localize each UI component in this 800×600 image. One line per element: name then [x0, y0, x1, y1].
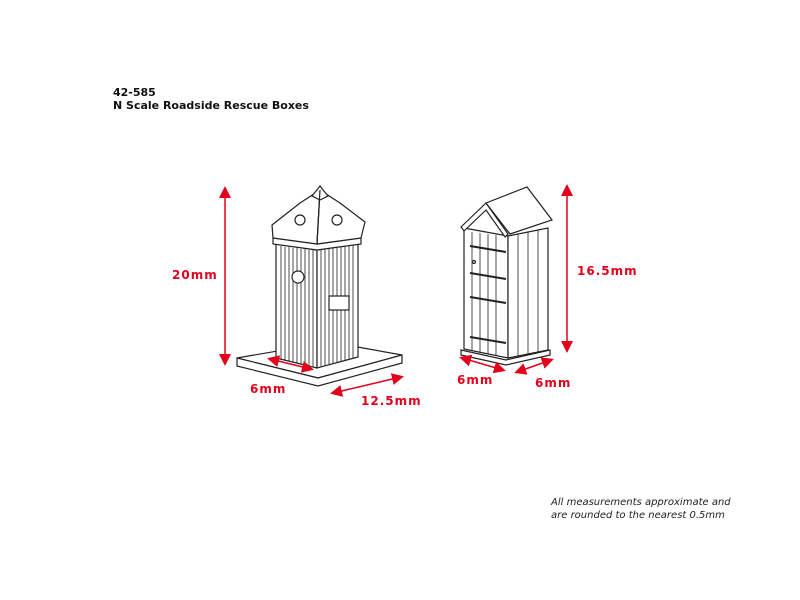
- right-width-label: 6mm: [535, 376, 572, 390]
- left-width-label: 12.5mm: [361, 394, 422, 408]
- left-width-arrow: [330, 373, 404, 397]
- left-depth-arrow: [267, 355, 314, 373]
- left-rescue-box-drawing: [236, 185, 403, 387]
- left-depth-label: 6mm: [250, 382, 287, 396]
- right-height-label: 16.5mm: [577, 264, 638, 278]
- measurement-note-line-2: are rounded to the nearest 0.5mm: [551, 510, 725, 521]
- right-width-arrow: [514, 357, 554, 375]
- measurement-note-line-1: All measurements approximate and: [551, 497, 731, 508]
- product-code: 42-585: [113, 86, 156, 99]
- right-depth-arrow: [459, 354, 506, 374]
- right-rescue-box-drawing: [460, 186, 553, 366]
- product-name: N Scale Roadside Rescue Boxes: [113, 99, 309, 112]
- dimension-arrows: [219, 184, 573, 397]
- right-depth-label: 6mm: [457, 373, 494, 387]
- left-height-label: 20mm: [172, 268, 218, 282]
